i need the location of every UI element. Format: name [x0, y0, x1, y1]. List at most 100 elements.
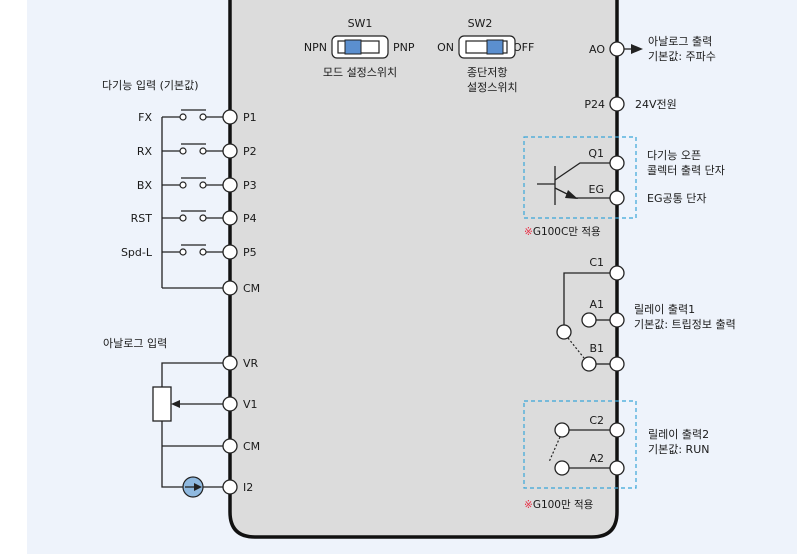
g100c-note: ※G100C만 적용	[524, 226, 601, 238]
switch-contact	[179, 147, 187, 155]
terminal-label-cm-digital: CM	[243, 282, 260, 295]
g100-note: ※G100만 적용	[524, 499, 594, 511]
input-signal-label: RX	[137, 145, 153, 158]
switch-contact	[199, 214, 207, 222]
g100c-note-text: G100C만 적용	[533, 226, 601, 238]
terminal-label: V1	[243, 398, 258, 411]
terminal-label: I2	[243, 481, 253, 494]
switch-contact	[179, 214, 187, 222]
terminal-analog-v1[interactable]	[222, 396, 238, 412]
digital-input-row: Spd-L P5	[121, 244, 257, 260]
sw2-right-label: OFF	[513, 41, 534, 54]
sw1-switch[interactable]: SW1 NPN PNP 모드 설정스위치	[304, 17, 415, 79]
relay2-desc-line1: 릴레이 출력2	[648, 428, 709, 441]
terminal-label-a2: A2	[589, 452, 604, 465]
terminal-c2[interactable]	[609, 422, 625, 438]
ao-desc-line2: 기본값: 주파수	[648, 50, 716, 63]
terminal-label-p24: P24	[584, 98, 605, 111]
terminal-label: CM	[243, 440, 260, 453]
g100-note-text: G100만 적용	[533, 499, 594, 511]
terminal-p24[interactable]	[609, 96, 625, 112]
terminal-label-c1: C1	[589, 256, 604, 269]
digital-input-row: RST P4	[131, 210, 257, 226]
input-signal-label: BX	[137, 179, 153, 192]
input-signal-label: RST	[131, 212, 153, 225]
terminal-c1[interactable]	[609, 265, 625, 281]
ao-desc-line1: 아날로그 출력	[648, 35, 712, 48]
input-signal-label: Spd-L	[121, 246, 153, 259]
relay2-dashed-box	[523, 400, 637, 489]
digital-input-title: 다기능 입력 (기본값)	[102, 79, 199, 92]
ao-arrow-icon	[631, 44, 643, 54]
switch-contact	[199, 147, 207, 155]
terminal-p5[interactable]	[222, 244, 238, 260]
switch-contact	[199, 248, 207, 256]
terminal-p2[interactable]	[222, 143, 238, 159]
sw1-right-label: PNP	[393, 41, 415, 54]
terminal-cm-digital[interactable]	[222, 280, 238, 296]
relay2-a-contact	[554, 460, 570, 476]
terminal-q1[interactable]	[609, 155, 625, 171]
input-signal-label: FX	[138, 111, 152, 124]
relay1-desc-line2: 기본값: 트립정보 출력	[634, 318, 736, 331]
q1-desc-line1: 다기능 오픈	[647, 149, 701, 162]
sw2-caption-line1: 종단저항	[467, 66, 507, 79]
terminal-label: VR	[243, 357, 259, 370]
terminal-label-ao: AO	[589, 43, 605, 56]
potentiometer	[152, 386, 172, 422]
switch-contact	[179, 113, 187, 121]
q1-desc-line2: 콜렉터 출력 단자	[647, 164, 725, 177]
relay1-desc-line1: 릴레이 출력1	[634, 303, 695, 316]
wiper-arrow-icon	[171, 400, 180, 408]
sw2-knob[interactable]	[486, 39, 504, 55]
relay1-pivot	[556, 324, 572, 340]
terminal-p3[interactable]	[222, 177, 238, 193]
terminal-label-c2: C2	[589, 414, 604, 427]
relay1-common-wire	[563, 272, 610, 325]
p24-desc: 24V전원	[635, 98, 677, 111]
terminal-b1[interactable]	[609, 356, 625, 372]
sw1-caption: 모드 설정스위치	[323, 66, 397, 79]
digital-input-row: RX P2	[137, 143, 257, 159]
terminal-label-b1: B1	[589, 342, 604, 355]
terminal-ao[interactable]	[609, 41, 625, 57]
relay1-contact-link	[567, 337, 585, 359]
terminal-analog-cm[interactable]	[222, 438, 238, 454]
terminal-a2[interactable]	[609, 460, 625, 476]
switch-contact	[199, 181, 207, 189]
terminal-p1[interactable]	[222, 109, 238, 125]
vr-wire	[161, 362, 223, 387]
sw1-title: SW1	[348, 17, 373, 30]
terminal-label: P4	[243, 212, 257, 225]
sw2-switch[interactable]: SW2 ON OFF 종단저항 설정스위치	[437, 17, 534, 94]
terminal-analog-i2[interactable]	[222, 479, 238, 495]
terminal-label: P2	[243, 145, 257, 158]
sw1-knob[interactable]	[344, 39, 362, 55]
note-mark-icon: ※	[524, 226, 533, 238]
analog-common-wire	[161, 421, 183, 488]
sw2-left-label: ON	[437, 41, 454, 54]
emitter-arrow-icon	[565, 190, 578, 199]
relay2-c-contact	[554, 422, 570, 438]
switch-contact	[199, 113, 207, 121]
transistor-collector	[554, 162, 610, 181]
switch-contact	[179, 248, 187, 256]
analog-input-title: 아날로그 입력	[103, 337, 167, 350]
sw2-title: SW2	[468, 17, 493, 30]
relay1-a-contact	[581, 312, 597, 328]
sw2-caption-line2: 설정스위치	[467, 81, 518, 94]
relay2-desc-line2: 기본값: RUN	[648, 443, 710, 456]
terminal-analog-vr[interactable]	[222, 355, 238, 371]
terminal-eg[interactable]	[609, 190, 625, 206]
terminal-p4[interactable]	[222, 210, 238, 226]
terminal-label-a1: A1	[589, 298, 604, 311]
terminal-a1[interactable]	[609, 312, 625, 328]
relay2-contact-link	[548, 436, 561, 463]
current-arrow-icon	[194, 483, 202, 491]
open-collector-dashed-box	[523, 136, 637, 219]
terminal-label-q1: Q1	[588, 147, 604, 160]
terminal-label: P5	[243, 246, 257, 259]
